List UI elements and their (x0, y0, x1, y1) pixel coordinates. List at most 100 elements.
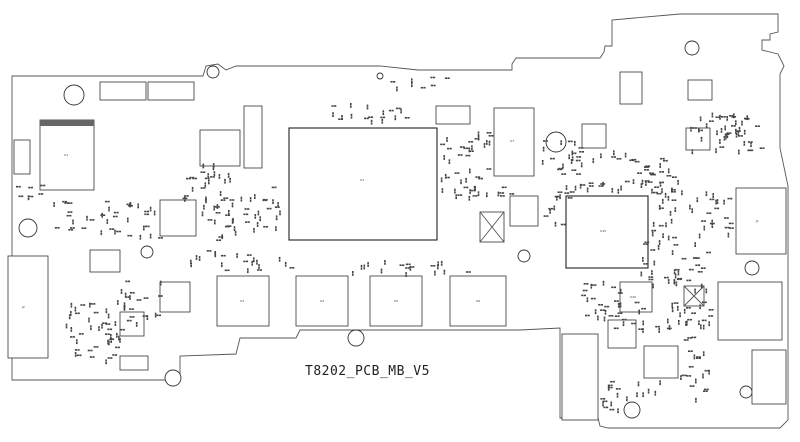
smd-component (644, 169, 649, 171)
smd-component (542, 146, 545, 152)
smd-component (76, 354, 82, 357)
smd-component (672, 236, 677, 239)
smd-component (651, 231, 654, 237)
smd-component (609, 408, 615, 411)
cpu-refdes: U1 (360, 178, 364, 182)
smd-component (559, 194, 561, 200)
smd-component (755, 125, 760, 127)
smd-component (441, 188, 444, 193)
smd-component (600, 153, 602, 159)
smd-component (671, 199, 677, 201)
smd-component (692, 257, 698, 259)
smd-component (68, 229, 74, 231)
smd-component (715, 116, 721, 118)
smd-component (381, 118, 384, 124)
smd-component (468, 147, 471, 153)
smd-component (224, 269, 230, 272)
smd-component (368, 116, 373, 118)
smd-component (447, 147, 452, 150)
smd-component (497, 191, 500, 197)
smd-component (574, 140, 576, 146)
smd-component (364, 117, 369, 120)
smd-component (632, 179, 635, 184)
smd-component (631, 322, 636, 325)
smd-component (657, 245, 660, 250)
smd-component (708, 369, 710, 375)
smd-component (400, 108, 402, 114)
smd-component (667, 318, 669, 324)
smd-component (634, 301, 640, 304)
smd-component (666, 175, 672, 177)
smd-component (440, 143, 445, 146)
smd-component (256, 259, 258, 265)
smd-component (80, 304, 86, 306)
smd-component (234, 230, 237, 236)
smd-component (663, 159, 668, 162)
smd-component (233, 226, 236, 231)
smd-component (667, 279, 670, 284)
smd-component (107, 313, 110, 319)
smd-component (65, 323, 68, 329)
smd-component (405, 272, 407, 277)
smd-component (616, 158, 622, 160)
smd-component (665, 222, 667, 228)
smd-component (257, 210, 260, 216)
smd-component (499, 192, 505, 194)
mounting-hole (545, 131, 567, 153)
smd-component (679, 312, 681, 318)
smd-component (509, 193, 515, 195)
smd-component (671, 302, 673, 308)
memory-chip (295, 275, 349, 327)
smd-component (602, 280, 605, 286)
mounting-hole (376, 72, 384, 80)
smd-component (244, 208, 250, 210)
smd-component (440, 260, 443, 266)
mid-chip (99, 81, 147, 101)
smd-component (70, 327, 73, 332)
smd-component (699, 116, 702, 122)
smd-component (719, 146, 725, 148)
smd-component (652, 221, 655, 227)
smd-component (227, 173, 230, 178)
smd-component (708, 315, 714, 317)
smd-component (603, 316, 606, 322)
mid-chip (607, 319, 637, 349)
mounting-hole (739, 385, 753, 399)
smd-component (74, 352, 77, 357)
smd-component (691, 336, 697, 339)
smd-component (735, 120, 737, 126)
smd-component (341, 115, 343, 120)
smd-component (680, 375, 682, 380)
smd-component (562, 163, 564, 169)
smd-component (688, 366, 694, 368)
smd-component (729, 115, 734, 117)
smd-component (637, 381, 640, 387)
ec-refdes: U20 (630, 295, 636, 299)
smd-component (440, 177, 443, 183)
mid-chip (159, 199, 197, 237)
smd-component (189, 176, 195, 179)
smd-component (602, 401, 604, 407)
smd-component (207, 173, 209, 178)
smd-component (667, 235, 670, 241)
smd-component (289, 267, 295, 269)
smd-component (607, 386, 610, 391)
smd-component (126, 319, 132, 322)
smd-component (158, 237, 163, 239)
smd-component (685, 321, 687, 326)
smd-component (352, 271, 354, 276)
smd-component (724, 125, 726, 131)
smd-component (284, 261, 287, 267)
memory-refdes: U5 (394, 299, 398, 303)
smd-component (554, 221, 557, 227)
smd-component (500, 195, 505, 197)
smd-component (274, 206, 280, 208)
smd-component (454, 188, 456, 194)
smd-component (708, 321, 710, 327)
smd-component (240, 196, 243, 202)
smd-component (667, 195, 670, 201)
smd-component (677, 270, 680, 276)
smd-component (689, 204, 691, 210)
smd-component (120, 328, 125, 331)
smd-component (613, 150, 615, 156)
